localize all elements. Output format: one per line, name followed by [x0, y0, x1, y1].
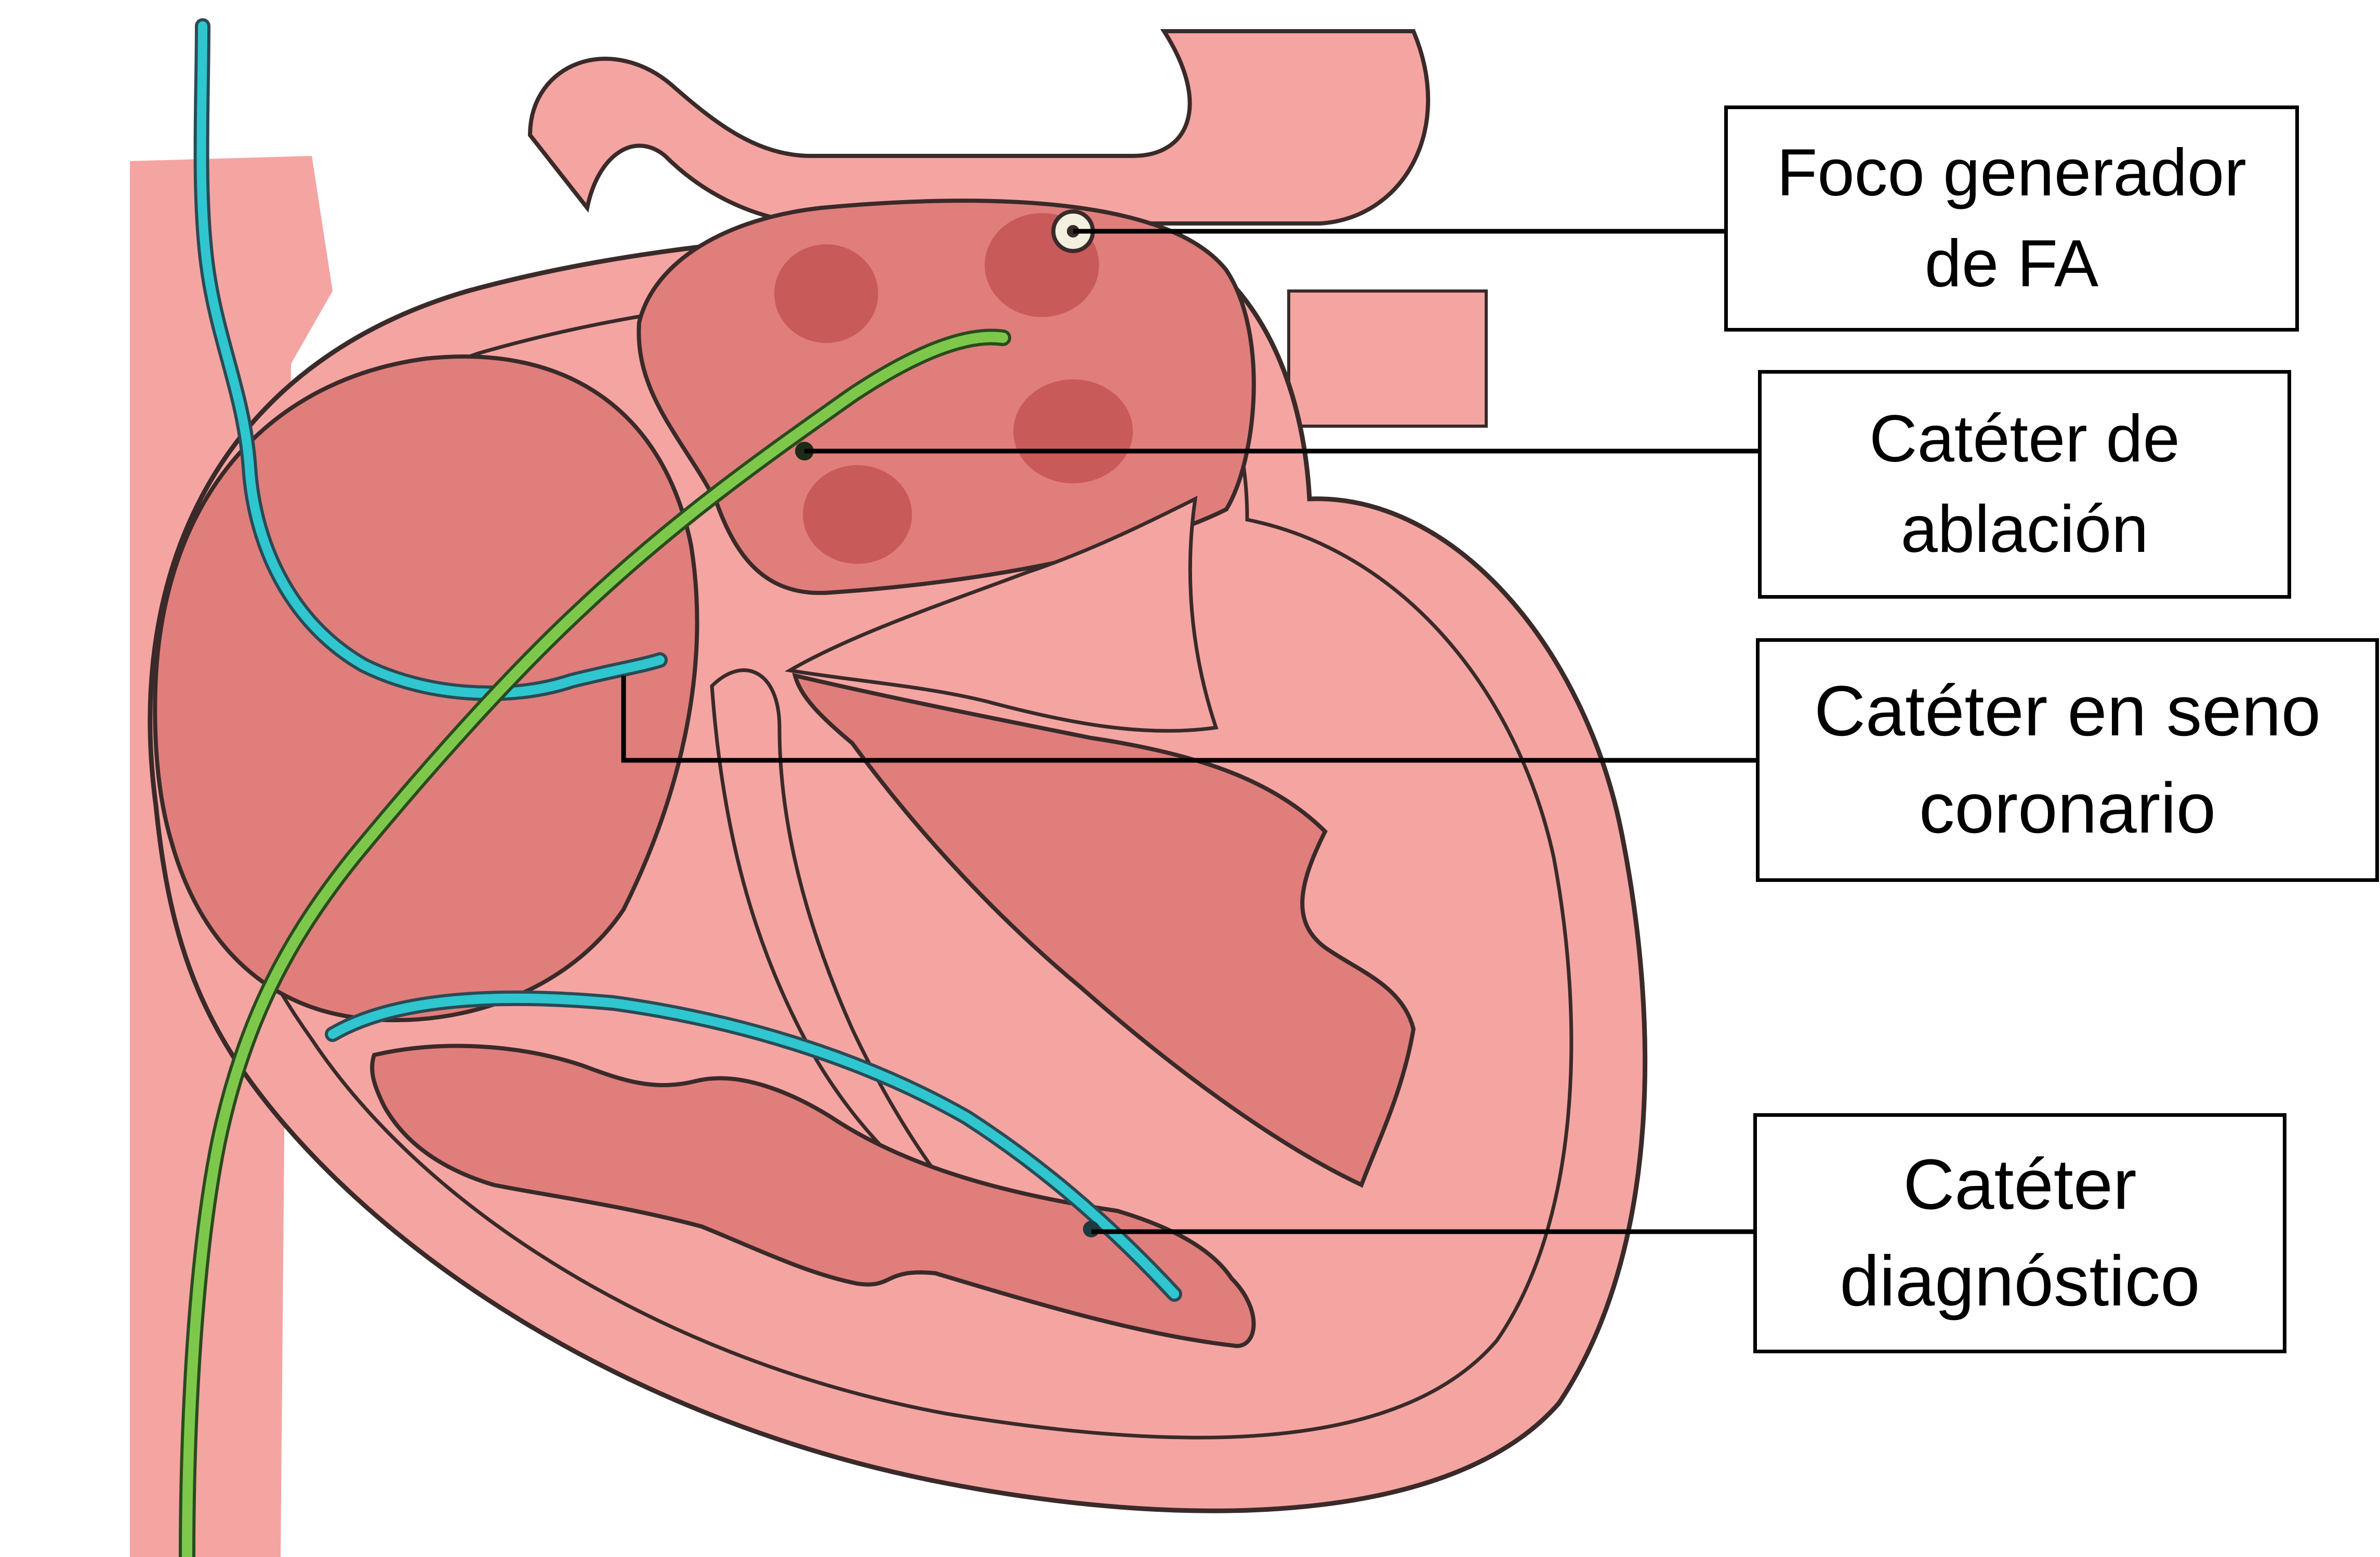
label-af-focus-text: Foco generador de FA [1777, 128, 2246, 309]
pulmonary-vein-ostium-4 [803, 465, 912, 564]
pulmonary-vein-ostium-1 [774, 244, 878, 343]
label-coronary-sinus-catheter-text: Catéter en seno coronario [1814, 663, 2321, 857]
label-ablation-catheter: Catéter de ablación [1758, 370, 2291, 599]
label-af-focus: Foco generador de FA [1724, 105, 2299, 332]
label-ablation-catheter-text: Catéter de ablación [1869, 394, 2180, 575]
label-diagnostic-catheter-text: Catéter diagnóstico [1840, 1137, 2200, 1330]
diagnostic-catheter-tip [1083, 1221, 1100, 1237]
pulmonary-vein [1289, 291, 1486, 426]
aorta-arch [530, 31, 1428, 223]
pulmonary-vein-ostium-3 [1013, 379, 1133, 483]
label-diagnostic-catheter: Catéter diagnóstico [1753, 1113, 2286, 1353]
label-coronary-sinus-catheter: Catéter en seno coronario [1756, 638, 2379, 882]
